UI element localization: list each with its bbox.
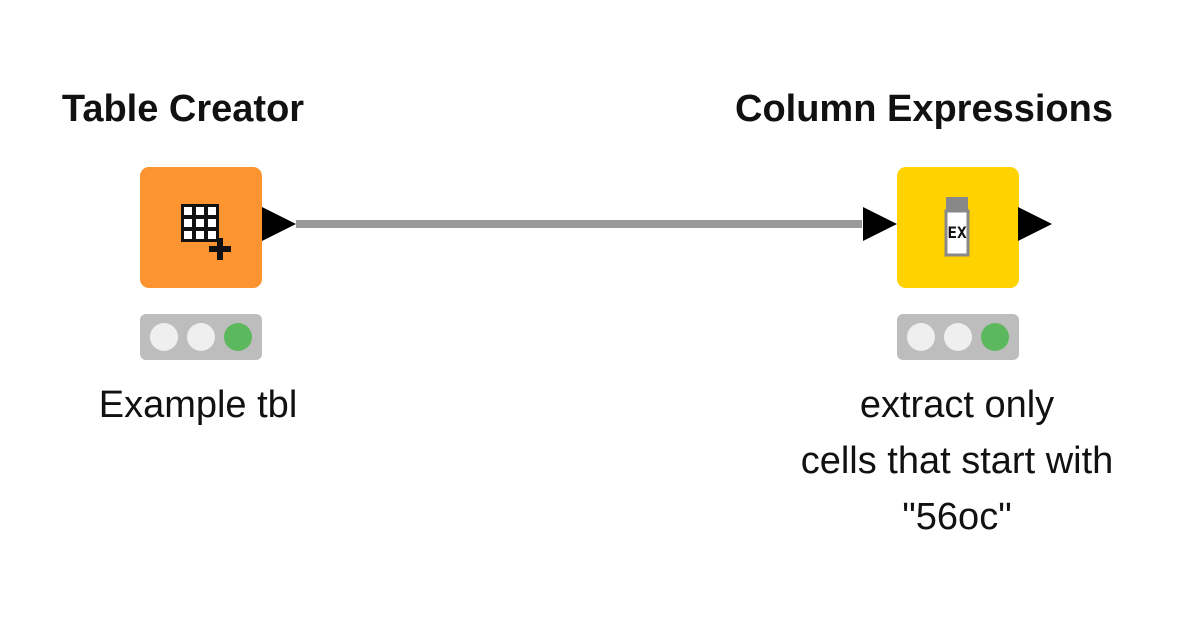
status-traffic-light — [140, 314, 262, 360]
connection-line[interactable] — [296, 220, 862, 228]
table-creator-node[interactable] — [140, 167, 262, 288]
expression-icon: EX — [944, 197, 970, 257]
node-label-column-expressions[interactable]: extract only cells that start with "56oc… — [801, 377, 1114, 545]
status-dot-yellow — [186, 323, 215, 351]
expression-icon-text: EX — [947, 223, 967, 242]
status-dot-green — [223, 323, 252, 351]
label-line: Example tbl — [98, 384, 298, 426]
input-port[interactable] — [863, 207, 897, 241]
status-dot-yellow — [943, 323, 972, 351]
label-line: extract only — [859, 384, 1055, 426]
status-dot-red — [150, 323, 179, 351]
node-label-table-creator[interactable]: Example tbl — [99, 377, 298, 433]
status-dot-green — [980, 323, 1009, 351]
node-title-column-expressions: Column Expressions — [735, 88, 1113, 130]
output-port[interactable] — [1018, 207, 1052, 241]
status-traffic-light — [897, 314, 1019, 360]
label-line: cells that start with — [800, 440, 1114, 482]
status-dot-red — [907, 323, 936, 351]
label-line: "56oc" — [902, 496, 1012, 538]
table-plus-icon — [181, 204, 231, 260]
output-port[interactable] — [262, 207, 296, 241]
node-title-table-creator: Table Creator — [61, 88, 305, 130]
column-expressions-node[interactable]: EX — [897, 167, 1019, 288]
